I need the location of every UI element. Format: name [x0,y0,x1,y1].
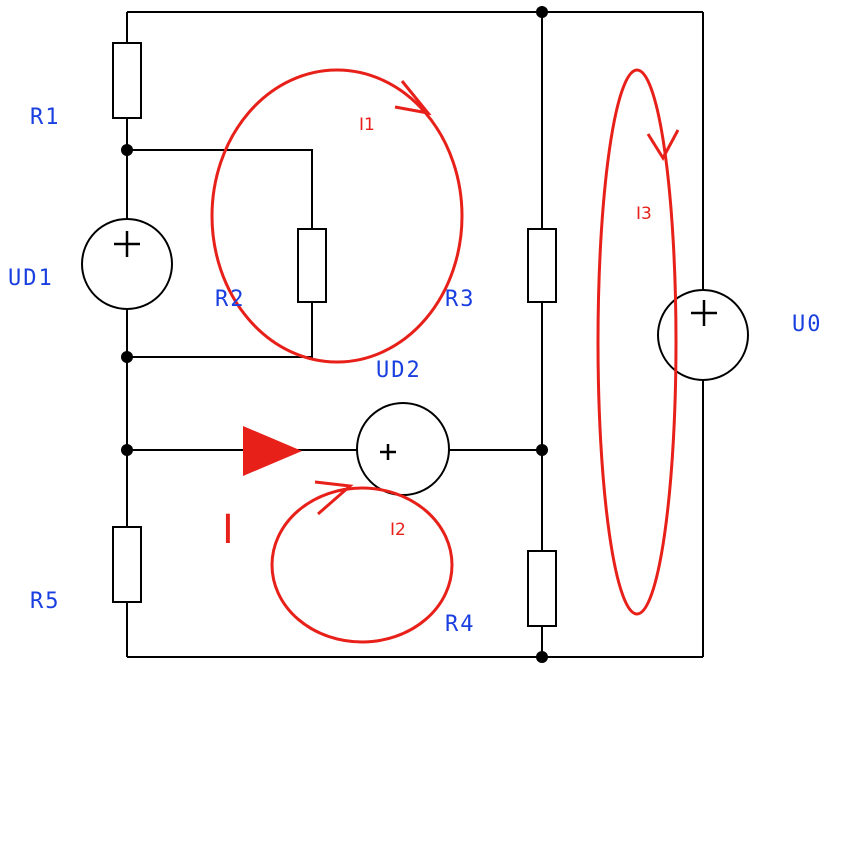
junction-node [121,351,133,363]
label-r2: R2 [215,287,246,312]
voltage-source-ud1-icon [81,218,173,310]
label-u0: U0 [792,312,823,337]
label-i3: I3 [636,204,652,224]
mesh-loop-i3-icon [596,68,680,616]
label-r3: R3 [445,287,476,312]
label-r1: R1 [30,105,61,130]
resistor-r2-icon [297,228,327,303]
junctions [121,6,548,663]
label-r5: R5 [30,589,61,614]
mesh-loops [210,68,680,644]
junction-node [536,444,548,456]
resistor-r5-icon [112,526,142,603]
junction-node [121,444,133,456]
label-ud1: UD1 [8,266,54,291]
label-branch-current: I [222,507,234,553]
mesh-loop-i1-icon [210,68,464,364]
wire-r2-bottom [127,302,313,358]
wires [126,11,704,658]
resistors [112,42,557,627]
junction-node [536,651,548,663]
label-i1: I1 [359,115,375,135]
resistor-r1-icon [112,42,142,119]
voltage-source-ud2-icon [356,402,450,496]
current-arrow-icon [243,426,302,476]
component-labels: R1 UD1 R2 R3 UD2 U0 R5 R4 [8,105,823,637]
resistor-r3-icon [527,228,557,303]
mesh-current-labels: I1 I2 I3 I [222,115,652,553]
junction-node [121,144,133,156]
mesh-loop-i2-icon [270,480,454,644]
voltage-source-u0-icon [657,289,749,381]
label-i2: I2 [390,520,406,540]
label-ud2: UD2 [376,358,422,383]
junction-node [536,6,548,18]
wire-r2-top [127,149,313,229]
resistor-r4-icon [527,550,557,627]
label-r4: R4 [445,612,476,637]
